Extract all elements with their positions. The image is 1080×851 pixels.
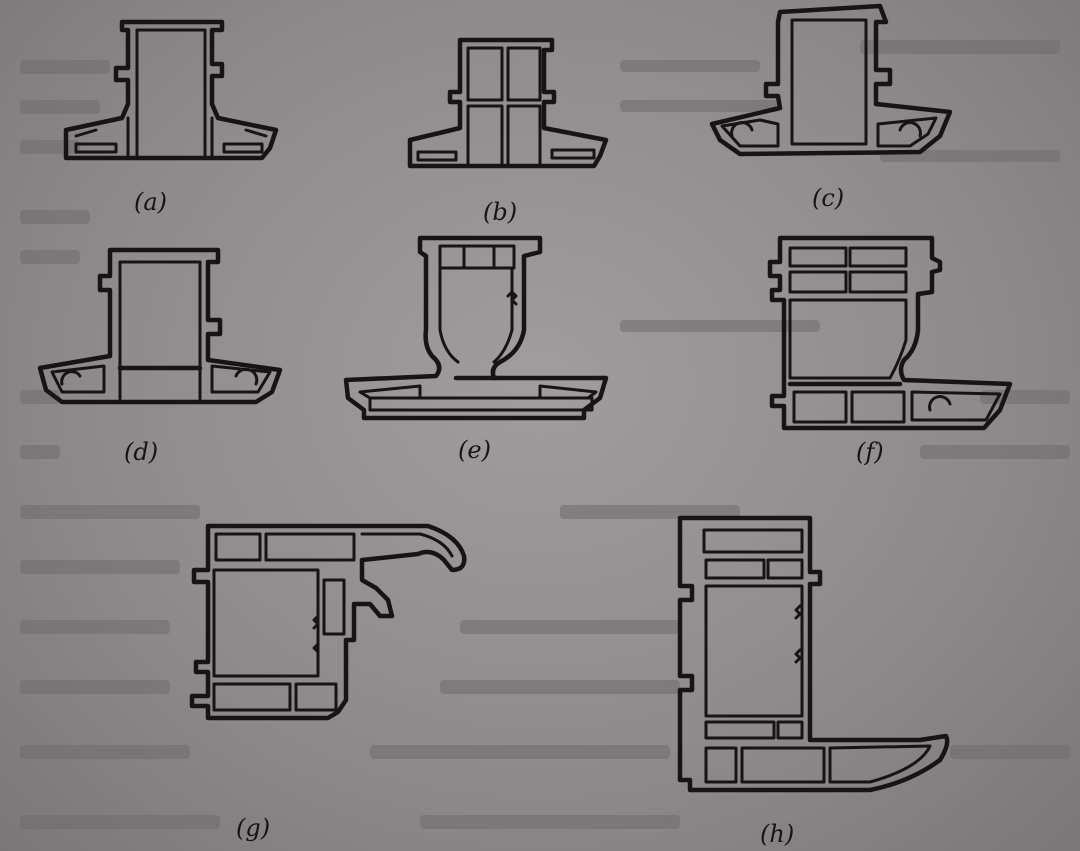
label-b: (b) (483, 198, 518, 226)
label-g: (g) (236, 814, 271, 842)
profile-a (63, 19, 279, 161)
label-h: (h) (760, 820, 795, 848)
profile-g (189, 523, 467, 721)
profile-f (767, 235, 1013, 431)
label-d: (d) (124, 438, 159, 466)
profile-c (709, 3, 953, 157)
label-c: (c) (812, 184, 845, 212)
profile-e (343, 235, 609, 421)
profile-h (677, 515, 950, 793)
label-e: (e) (458, 436, 491, 464)
label-a: (a) (134, 188, 168, 216)
profile-d (37, 247, 283, 405)
label-f: (f) (856, 438, 884, 466)
profile-b (407, 37, 609, 169)
